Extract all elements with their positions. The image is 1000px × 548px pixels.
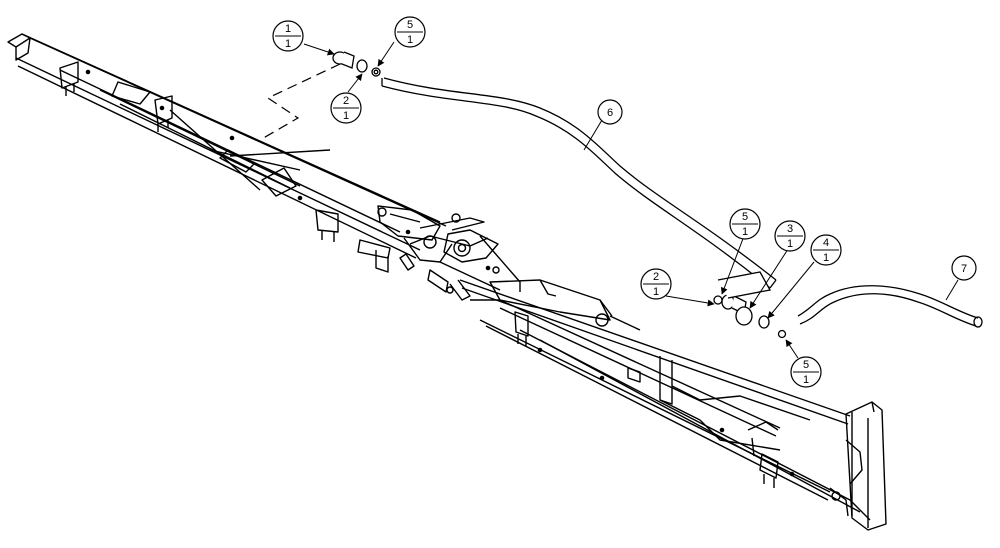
callout-item-number: 5 [407, 19, 413, 31]
callout-qty: 1 [653, 286, 659, 298]
callout-item-5-upper: 5 1 [394, 16, 426, 48]
callout-item-2-upper: 2 1 [330, 92, 362, 124]
hose-7 [797, 285, 983, 328]
callout-item-number: 3 [787, 223, 793, 235]
callout-item-number: 7 [961, 263, 967, 275]
callout-item-3: 3 1 [774, 220, 806, 252]
boom-frame [7, 33, 887, 531]
callout-item-number: 4 [823, 237, 829, 249]
hose-6 [381, 77, 777, 289]
callout-item-5-middle: 5 1 [729, 208, 761, 240]
callout-item-2-lower: 2 1 [640, 268, 672, 300]
callout-qty: 1 [823, 252, 829, 264]
callout-item-number: 5 [803, 359, 809, 371]
callout-item-6: 6 [597, 99, 623, 125]
dashed-leaders [259, 63, 341, 141]
callout-item-1-upper: 1 1 [272, 20, 304, 52]
callout-item-7: 7 [951, 255, 977, 281]
callout-qty: 1 [407, 34, 413, 46]
callout-qty: 1 [803, 374, 809, 386]
fittings-lower [713, 271, 787, 339]
callout-item-number: 2 [653, 271, 659, 283]
fittings-upper [332, 51, 381, 77]
callout-qty: 1 [285, 38, 291, 50]
callout-item-5-lower: 5 1 [790, 356, 822, 388]
callout-qty: 1 [787, 238, 793, 250]
callout-item-4: 4 1 [810, 234, 842, 266]
callout-leaders [303, 41, 959, 359]
callout-qty: 1 [742, 226, 748, 238]
callout-item-number: 6 [607, 107, 613, 119]
callout-item-number: 1 [285, 23, 291, 35]
callout-qty: 1 [343, 110, 349, 122]
callout-item-number: 5 [742, 211, 748, 223]
callout-item-number: 2 [343, 95, 349, 107]
